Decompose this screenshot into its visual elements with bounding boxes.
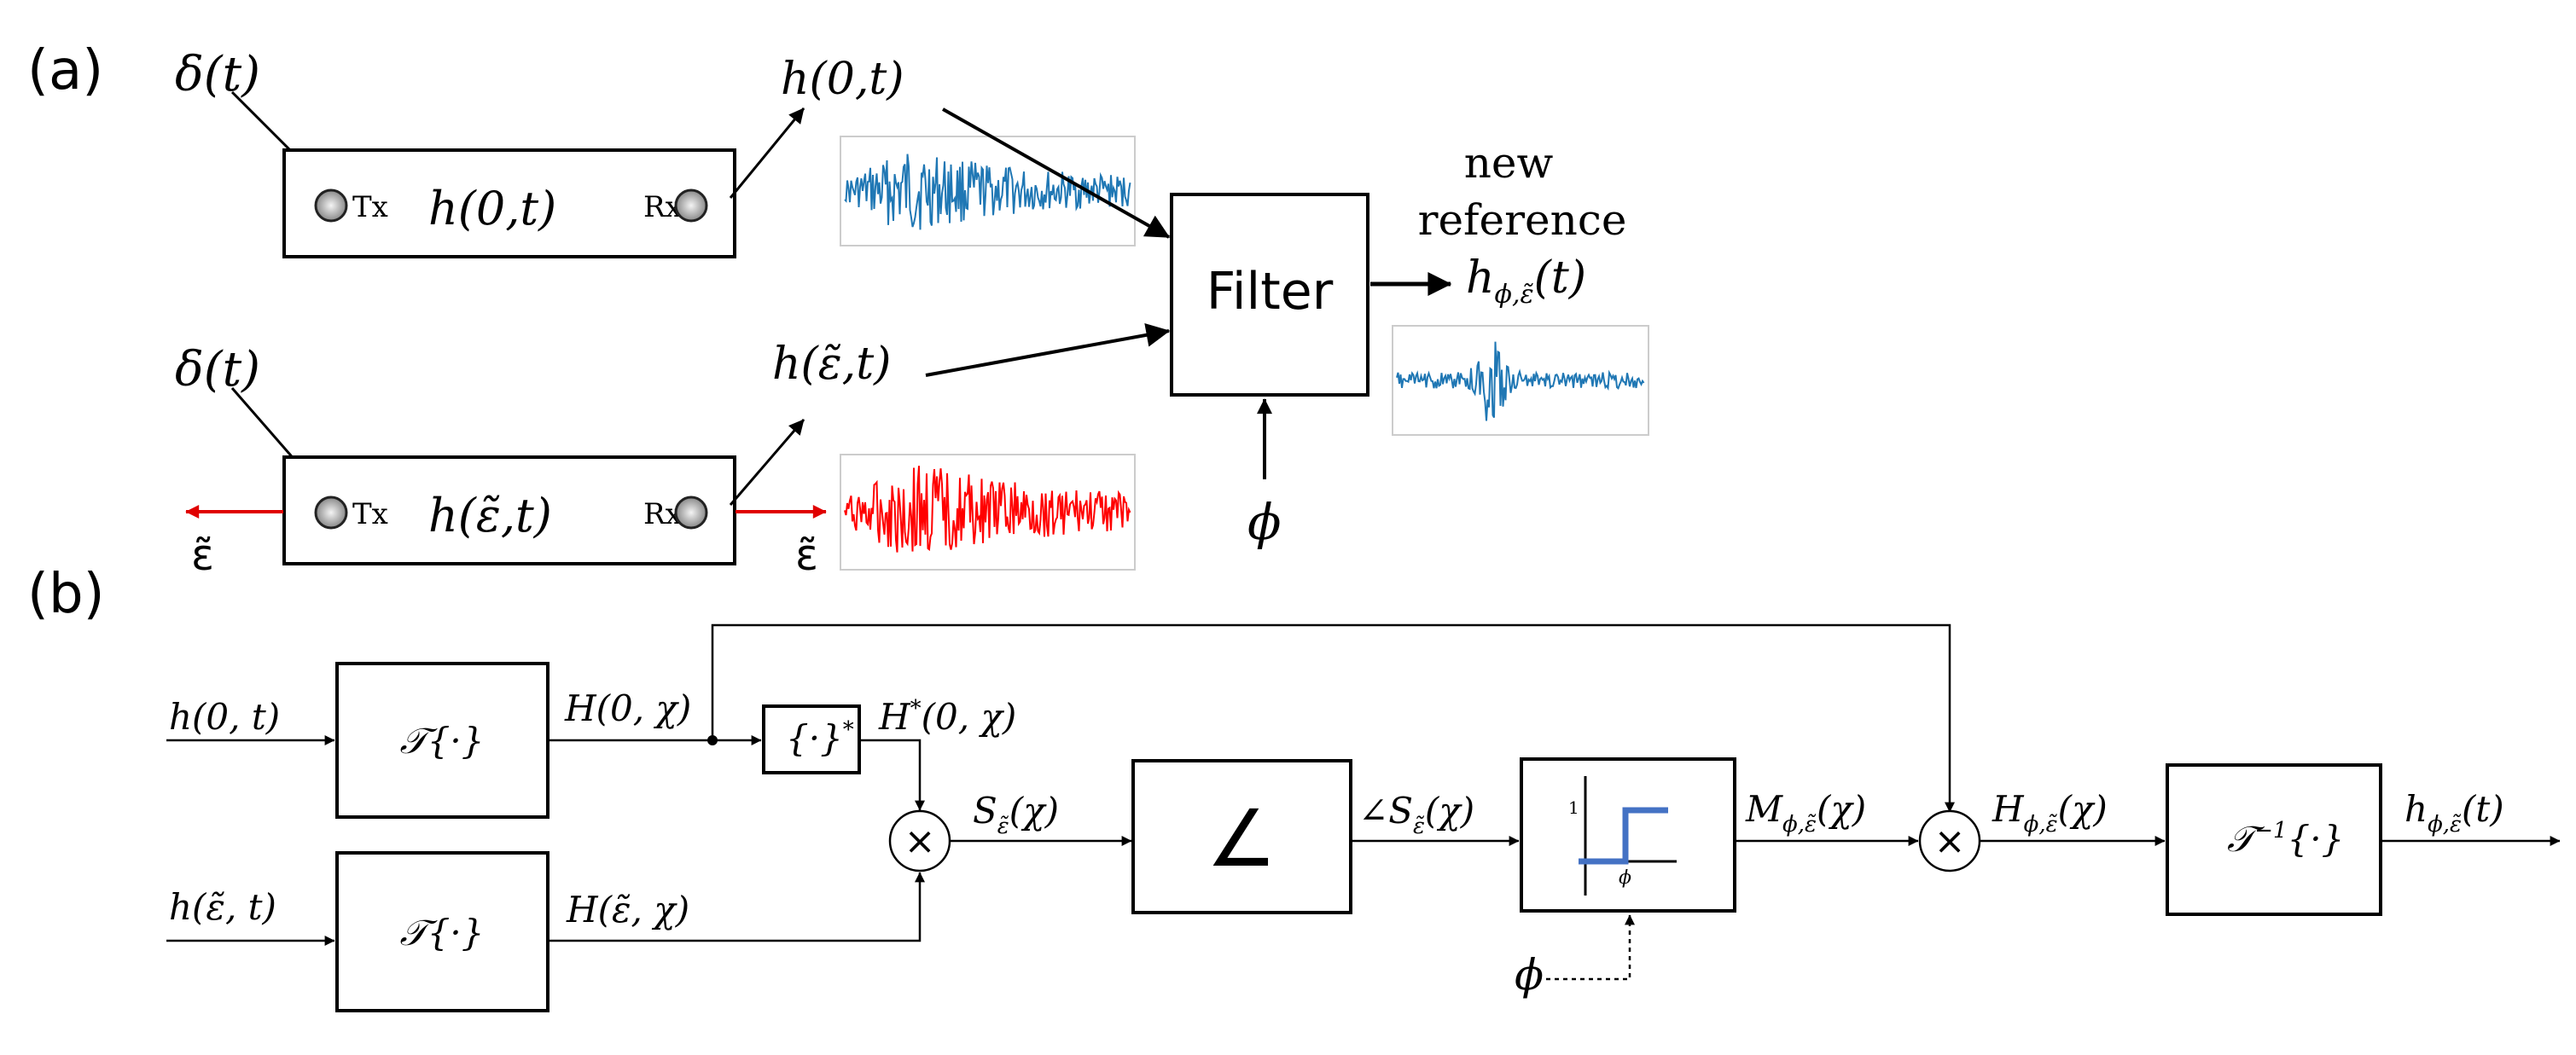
S-sub: ε̃ <box>997 814 1009 839</box>
strain-left-label: ε̃ <box>191 530 214 580</box>
Hstar-sup: * <box>910 696 922 722</box>
fourier-box-bottom <box>335 851 550 1012</box>
Hstar-label: H*(0, χ) <box>878 696 1016 738</box>
top-output-label: h(0,t) <box>781 54 904 105</box>
bottom-box-label: h(ε̃,t) <box>428 489 552 542</box>
new-reference-waveform-frame <box>1392 325 1649 436</box>
H0-label: H(0, χ) <box>564 687 691 729</box>
angle-symbol: ∠ <box>1207 793 1276 884</box>
output-label: hϕ,ε̃(t) <box>2404 788 2504 838</box>
multiplier-2-symbol: × <box>1934 820 1966 863</box>
new-reference-line1: new <box>1464 138 1554 188</box>
fourier-top-label: 𝒯{·} <box>400 720 485 762</box>
filter-label: Filter <box>1207 262 1334 322</box>
Hphi-arg: (χ) <box>2058 788 2108 830</box>
output-arg: (t) <box>2462 788 2504 830</box>
Hphi-sub: ϕ,ε̃ <box>2024 812 2058 838</box>
M-label: Mϕ,ε̃(χ) <box>1745 788 1866 838</box>
angle-box <box>1131 759 1352 914</box>
S-label: Sε̃(χ) <box>973 790 1059 839</box>
angleS-arg: (χ) <box>1425 790 1474 832</box>
top-delta-label: δ(t) <box>175 47 260 102</box>
conjugate-box <box>762 704 861 774</box>
Hstar-main: H <box>878 696 911 738</box>
panel-a-label: (a) <box>27 39 103 102</box>
strained-waveform <box>844 466 1131 553</box>
top-box-label: h(0,t) <box>428 182 556 235</box>
filter-box <box>1170 193 1369 397</box>
phi-label-a: ϕ <box>1247 493 1282 551</box>
top-rx-icon <box>674 188 708 223</box>
reference-to-filter-arrow <box>942 107 1171 239</box>
inverse-sup: −1 <box>2254 818 2287 843</box>
S-arg: (χ) <box>1009 790 1059 832</box>
strained-to-filter-arrow <box>925 323 1171 377</box>
input-top-label: h(0, t) <box>169 696 280 738</box>
Hstar-path <box>859 739 925 811</box>
top-tx-icon <box>314 188 348 223</box>
panel-b-label: (b) <box>27 563 105 626</box>
fourier-bottom-label: 𝒯{·} <box>400 912 485 954</box>
conjugate-box-label: {·}* <box>786 717 854 759</box>
threshold-phi-label: ϕ <box>1619 867 1631 889</box>
M-arg: (χ) <box>1817 788 1866 830</box>
inverse-fourier-box <box>2166 763 2382 916</box>
top-transducer-box <box>282 148 736 258</box>
strain-right-label: ε̃ <box>795 530 818 580</box>
bottom-tx-icon <box>314 496 348 530</box>
S-main: S <box>973 790 997 832</box>
M-main: M <box>1745 788 1783 830</box>
feedforward-path <box>711 623 1955 813</box>
input-bottom-label: h(ε̃, t) <box>169 886 276 928</box>
inverse-arg: {·} <box>2288 818 2345 860</box>
output-main: h <box>2404 788 2428 830</box>
M-sub: ϕ,ε̃ <box>1782 812 1817 838</box>
output-sub: ϕ,ε̃ <box>2428 812 2462 838</box>
bottom-output-arrow <box>729 419 805 506</box>
threshold-step-line <box>1579 807 1668 865</box>
top-output-arrow <box>729 107 805 199</box>
new-reference-h: h <box>1466 252 1495 304</box>
phi-label-b: ϕ <box>1515 950 1544 1000</box>
Hstar-arg: (0, χ) <box>922 696 1017 738</box>
new-reference-arg: (t) <box>1534 252 1586 304</box>
new-reference-label: hϕ,ε̃(t) <box>1466 252 1586 310</box>
angleS-sub: ε̃ <box>1413 814 1425 839</box>
new-reference-line2: reference <box>1418 195 1627 245</box>
bottom-output-label: h(ε̃,t) <box>772 339 891 390</box>
bottom-delta-label: δ(t) <box>175 342 260 397</box>
conjugate-box-sup: * <box>843 717 854 743</box>
new-reference-waveform <box>1396 341 1645 421</box>
bottom-rx-icon <box>674 496 708 530</box>
bottom-transducer-box <box>282 455 736 565</box>
phi-dashed-path <box>1546 914 1635 981</box>
reference-waveform <box>844 154 1131 230</box>
angleS-label: ∠Sε̃(χ) <box>1358 790 1474 839</box>
threshold-one-label: 1 <box>1568 797 1579 818</box>
Heps-path <box>548 872 925 942</box>
Hphi-main: H <box>1992 788 2025 830</box>
angleS-main: ∠S <box>1358 790 1413 832</box>
Hphi-label: Hϕ,ε̃(χ) <box>1992 788 2108 838</box>
conjugate-box-main: {·} <box>786 717 843 759</box>
bottom-tx-label: Tx <box>352 497 388 531</box>
Heps-label: H(ε̃, χ) <box>566 889 689 930</box>
new-reference-sub: ϕ,ε̃ <box>1495 280 1534 310</box>
multiplier-1-symbol: × <box>904 820 936 863</box>
top-tx-label: Tx <box>352 190 388 224</box>
inverse-fourier-label: 𝒯−1{·} <box>2227 818 2344 860</box>
